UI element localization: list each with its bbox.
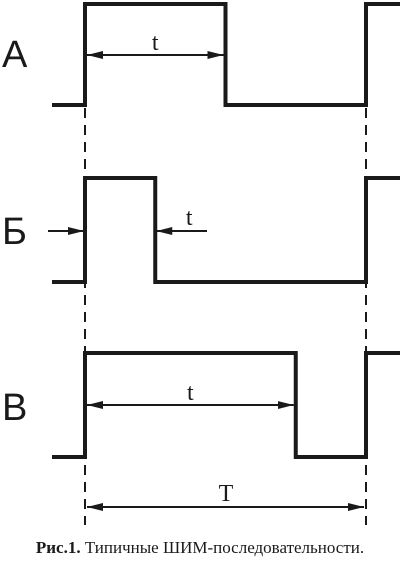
waveform-a-width-label: t (152, 30, 159, 56)
waveform-a-signal (52, 2, 400, 107)
waveform-c: В t (2, 351, 400, 459)
waveform-b-label: Б (2, 211, 27, 253)
waveform-c-signal (52, 351, 400, 459)
waveform-b-signal (52, 176, 400, 284)
waveform-a: А t (2, 2, 400, 107)
waveform-b: Б t (2, 176, 400, 284)
period-label: T (219, 481, 234, 507)
period-dimension: T (87, 481, 364, 511)
waveform-b-width-label: t (186, 205, 193, 231)
figure-caption: Рис.1. Типичные ШИМ-последовательности. (0, 538, 400, 558)
waveform-c-label: В (2, 387, 27, 429)
caption-prefix: Рис.1. (35, 538, 81, 557)
waveform-a-label: А (2, 34, 28, 76)
caption-text: Типичные ШИМ-последовательности. (80, 538, 365, 557)
waveform-c-width-label: t (187, 380, 194, 406)
